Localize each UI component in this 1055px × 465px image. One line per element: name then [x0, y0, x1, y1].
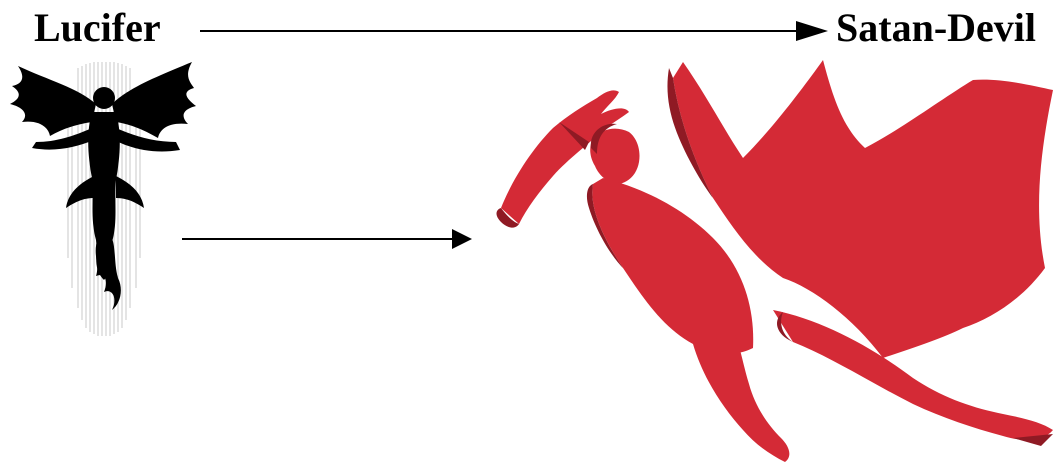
satan-devil-label: Satan-Devil [836, 8, 1036, 48]
falling-devil-icon [493, 58, 1055, 465]
top-arrow [200, 16, 830, 46]
middle-arrow-head [452, 229, 472, 249]
lucifer-label: Lucifer [34, 8, 161, 48]
angel-body [10, 62, 196, 310]
top-arrow-head [796, 21, 828, 41]
angel-silhouette-icon [8, 58, 196, 340]
middle-arrow [182, 226, 472, 256]
devil-leg-front [693, 334, 789, 462]
